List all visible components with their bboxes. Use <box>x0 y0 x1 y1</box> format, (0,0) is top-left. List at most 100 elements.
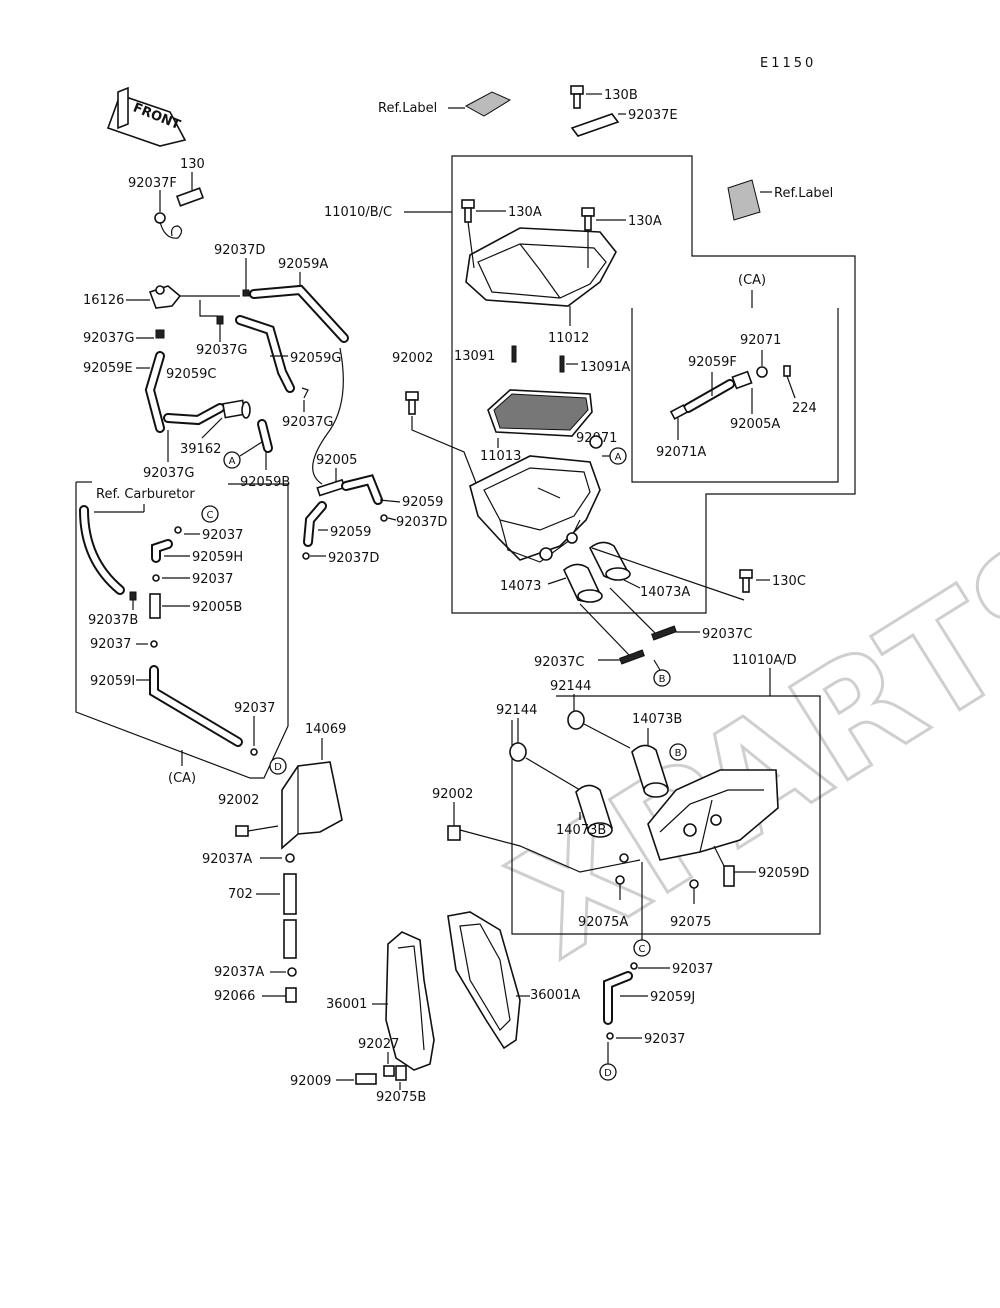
label-92037: 92037 <box>234 701 275 716</box>
intake-duct-14073: 14073 <box>500 563 603 603</box>
ca-frame <box>631 308 839 483</box>
marker-C-icon <box>201 505 219 523</box>
label-92037D: 92037D <box>214 243 265 258</box>
marker-B-icon <box>669 743 687 761</box>
label-92037C: 92037C <box>534 655 584 670</box>
air-cleaner-cover-11012: 11012 <box>465 221 617 346</box>
label-14073: 14073 <box>500 579 541 594</box>
label-130C: 130C <box>772 574 806 589</box>
label-92037D: 92037D <box>328 551 379 566</box>
label-92005A: 92005A <box>730 417 780 432</box>
label-92009: 92009 <box>290 1074 331 1089</box>
marker-C-icon <box>633 939 651 957</box>
hose-92059J: 92037 92059J 92037 D <box>599 962 713 1081</box>
label-92059J: 92059J <box>650 990 695 1005</box>
label-11010BC: 11010/B/C <box>324 205 392 220</box>
ca-carburetor-frame <box>75 482 289 779</box>
label-92059D: 92059D <box>758 866 809 881</box>
svg-text:B: B <box>659 674 666 685</box>
label-92071: 92071 <box>740 333 781 348</box>
label-92037: 92037 <box>192 572 233 587</box>
label-224: 224 <box>792 401 817 416</box>
label-ca: (CA) <box>168 771 196 786</box>
label-92037B: 92037B <box>88 613 138 628</box>
label-92002: 92002 <box>218 793 259 808</box>
bolt-92002-upper: 92002 <box>392 351 479 489</box>
intake-duct-14073A: 14073A <box>589 541 690 600</box>
label-92002: 92002 <box>432 787 473 802</box>
label-92005B: 92005B <box>192 600 242 615</box>
label-92075: 92075 <box>670 915 711 930</box>
label-92071A: 92071A <box>656 445 706 460</box>
label-92037G: 92037G <box>196 343 247 358</box>
breather-hose-group: 92037D 92059A 16126 92037G 92037G 92059G… <box>83 243 349 490</box>
fasteners-bottom: 92027 92009 92075B <box>290 1037 426 1105</box>
grommet-92071: 92071 A <box>576 431 627 465</box>
label-92059I: 92059I <box>90 674 135 689</box>
label-92037: 92037 <box>672 962 713 977</box>
bolt-130C: 130C <box>591 547 806 601</box>
air-box-housing <box>469 455 601 563</box>
label-11012: 11012 <box>548 331 589 346</box>
svg-text:D: D <box>274 762 282 773</box>
label-92075A: 92075A <box>578 915 628 930</box>
label-92059G: 92059G <box>290 351 341 366</box>
label-16126: 16126 <box>83 293 124 308</box>
label-13091: 13091 <box>454 349 495 364</box>
ref-label-text: Ref.Label <box>378 101 437 116</box>
label-92037: 92037 <box>90 637 131 652</box>
label-92037D: 92037D <box>396 515 447 530</box>
hoses-92005-92059: 92005 92059 92037D 92059 92037D <box>302 453 447 566</box>
label-92144: 92144 <box>550 679 591 694</box>
label-92059C: 92059C <box>166 367 216 382</box>
ref-carburetor-label: Ref. Carburetor <box>96 487 195 502</box>
label-ca: (CA) <box>738 273 766 288</box>
label-92059F: 92059F <box>688 355 737 370</box>
label-92066: 92066 <box>214 989 255 1004</box>
label-92059H: 92059H <box>192 550 243 565</box>
bolt-130A-right: 130A <box>581 207 662 231</box>
label-92037G: 92037G <box>143 466 194 481</box>
label-36001: 36001 <box>326 997 367 1012</box>
ref-label-right: Ref.Label <box>727 179 833 221</box>
label-92037: 92037 <box>644 1032 685 1047</box>
label-14073B: 14073B <box>556 823 606 838</box>
label-92037F: 92037F <box>128 176 177 191</box>
label-92037E: 92037E <box>628 108 678 123</box>
marker-A-icon <box>609 447 627 465</box>
svg-text:A: A <box>615 452 622 463</box>
label-92037A: 92037A <box>202 852 252 867</box>
clamp-92037E: 92037E <box>570 108 678 137</box>
ref-label-text: Ref.Label <box>774 186 833 201</box>
label-130A: 130A <box>508 205 542 220</box>
label-92059: 92059 <box>330 525 371 540</box>
ref-label-top: Ref.Label <box>378 91 512 117</box>
label-92037A: 92037A <box>214 965 264 980</box>
side-cover-36001: 36001 <box>326 931 435 1071</box>
air-cleaner-upper-frame <box>451 155 856 614</box>
svg-text:B: B <box>675 748 682 759</box>
marker-D-icon <box>269 757 287 775</box>
marker-B-icon <box>653 669 671 687</box>
air-cleaner-lower-frame <box>511 695 821 935</box>
label-92037G: 92037G <box>83 331 134 346</box>
label-92037: 92037 <box>202 528 243 543</box>
label-92075B: 92075B <box>376 1090 426 1105</box>
label-92037G: 92037G <box>282 415 333 430</box>
label-92027: 92027 <box>358 1037 399 1052</box>
label-92059: 92059 <box>402 495 443 510</box>
label-14073B: 14073B <box>632 712 682 727</box>
label-92059E: 92059E <box>83 361 133 376</box>
label-11013: 11013 <box>480 449 521 464</box>
label-92005: 92005 <box>316 453 357 468</box>
clips-13091: 13091 13091A <box>454 345 630 375</box>
label-130A: 130A <box>628 214 662 229</box>
marker-A-icon <box>223 451 241 469</box>
label-36001A: 36001A <box>530 988 580 1003</box>
label-14073A: 14073A <box>640 585 690 600</box>
label-92059B: 92059B <box>240 475 290 490</box>
lower-air-box-assembly: 92144 92144 14073B B 14073B 92002 92075A <box>432 679 809 957</box>
label-13091A: 13091A <box>580 360 630 375</box>
label-39162: 39162 <box>180 442 221 457</box>
